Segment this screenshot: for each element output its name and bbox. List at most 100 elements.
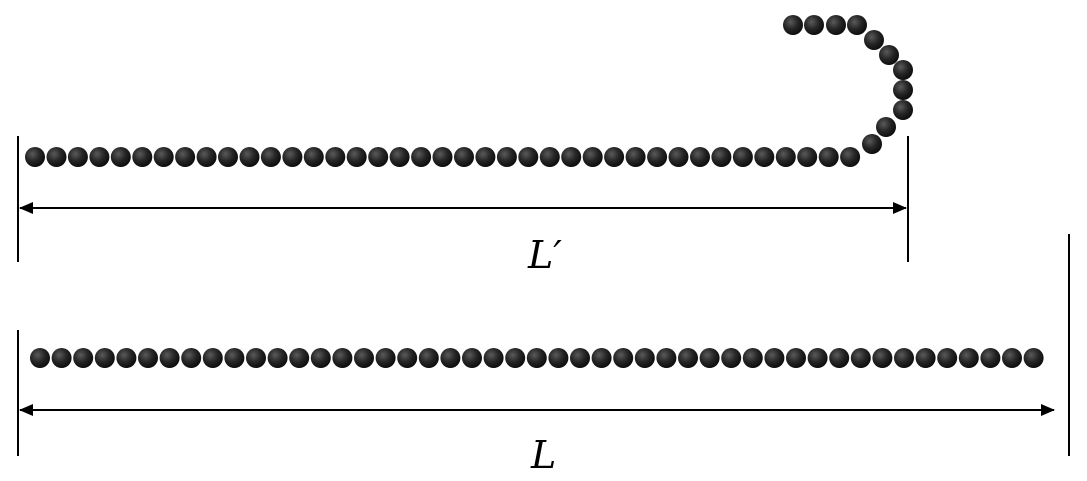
bead (440, 348, 461, 368)
bead (721, 348, 742, 368)
bead (548, 348, 569, 368)
bead (462, 348, 482, 368)
bead (864, 30, 884, 50)
bead (411, 147, 432, 167)
bead (138, 348, 158, 368)
bead (818, 147, 839, 167)
bead (132, 147, 153, 167)
bead (368, 147, 389, 167)
bead (804, 15, 824, 35)
bead (711, 147, 732, 167)
bead (829, 348, 850, 368)
bead (980, 348, 1001, 368)
bead (732, 147, 753, 167)
bead (625, 147, 646, 167)
bead (754, 147, 775, 167)
bead (775, 147, 796, 167)
bead (872, 348, 893, 368)
bead (475, 147, 496, 167)
bead (153, 147, 174, 167)
bead (267, 348, 288, 368)
bead (260, 147, 281, 167)
bead (894, 348, 914, 368)
bead (850, 348, 871, 368)
bead (893, 100, 913, 120)
bead (604, 147, 625, 167)
bead (518, 147, 539, 167)
bead (915, 348, 936, 368)
bead (699, 348, 720, 368)
bead (958, 348, 979, 368)
bead (196, 147, 217, 167)
bead (1023, 348, 1044, 368)
bead (181, 348, 202, 368)
bead (289, 348, 310, 368)
bead (346, 147, 367, 167)
bead (67, 147, 88, 167)
straight-bead-chain (30, 348, 1044, 368)
bead (282, 147, 303, 167)
bead (647, 147, 668, 167)
bead (116, 348, 137, 368)
bead (582, 147, 603, 167)
bead (539, 147, 560, 167)
bead (591, 348, 612, 368)
bead (483, 348, 504, 368)
bead (786, 348, 806, 368)
bead (73, 348, 94, 368)
bead (110, 147, 131, 167)
bead (224, 348, 245, 368)
bead (634, 348, 655, 368)
bead (246, 348, 266, 368)
folded-bead-chain (25, 15, 913, 167)
bead (937, 348, 958, 368)
full-length-label: L (531, 433, 557, 477)
bead (51, 348, 72, 368)
bead (613, 348, 634, 368)
bead (561, 147, 582, 167)
bead (397, 348, 418, 368)
bead (175, 147, 196, 167)
bead (742, 348, 763, 368)
bead (325, 147, 346, 167)
bead (332, 348, 353, 368)
bead (656, 348, 677, 368)
bead (389, 147, 410, 167)
bead (239, 147, 260, 167)
bead (46, 147, 67, 167)
folded-length-label: L′ (528, 233, 562, 277)
bead (202, 348, 223, 368)
bead (570, 348, 590, 368)
bead (505, 348, 526, 368)
bead (876, 117, 896, 137)
bead (25, 147, 45, 167)
bead (840, 147, 861, 167)
bead (375, 348, 396, 368)
bead (797, 147, 818, 167)
bead (310, 348, 331, 368)
bead (218, 147, 238, 167)
bead (847, 15, 867, 35)
bead (893, 80, 913, 100)
bead (678, 348, 698, 368)
bead (1002, 348, 1022, 368)
bead (690, 147, 710, 167)
bead (893, 60, 913, 80)
bead (826, 15, 846, 35)
bead (783, 15, 803, 35)
bead (879, 45, 899, 65)
bead (89, 147, 110, 167)
bead (159, 348, 180, 368)
bead (496, 147, 517, 167)
bead (454, 147, 474, 167)
bead (30, 348, 50, 368)
bead (862, 134, 882, 154)
bead (94, 348, 115, 368)
bead (354, 348, 374, 368)
bead (432, 147, 453, 167)
bead (764, 348, 785, 368)
bead (526, 348, 547, 368)
bead (807, 348, 828, 368)
bead (303, 147, 324, 167)
